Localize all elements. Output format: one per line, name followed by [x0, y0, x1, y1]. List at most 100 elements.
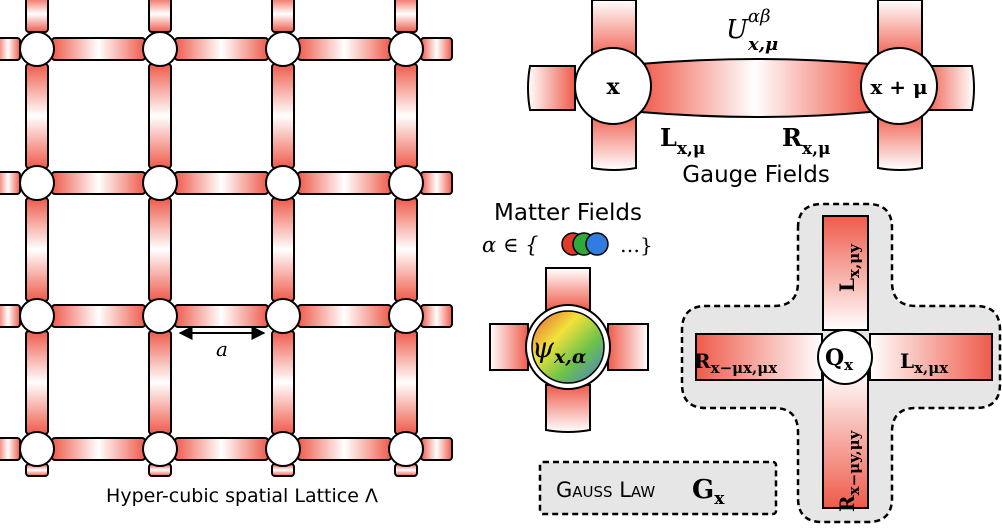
lattice-link-h	[297, 304, 392, 328]
lattice-link-v	[394, 63, 418, 169]
lattice-link-v-edge	[394, 0, 418, 33]
matter-stub-up	[545, 267, 591, 311]
lattice-site	[19, 31, 55, 67]
lattice-site	[19, 298, 55, 334]
matter-stub-down	[545, 384, 591, 433]
gauss-bottom-arm-label: Rx−μy,μy	[835, 429, 863, 512]
right-rishon-label: Rx,μ	[782, 123, 830, 159]
lattice-site	[19, 165, 55, 201]
link-operator-subscript: x,μ	[747, 34, 778, 55]
lattice-link-h-edge	[420, 37, 453, 61]
gauss-law-label-box: Gauss Law Gx	[538, 460, 778, 516]
gauss-law-diagram: Qx Lx,μy Rx−μy,μy Rx−μx,μx Lx,μx	[680, 202, 1002, 524]
gauss-top-arm-symbol: L	[835, 278, 859, 292]
lattice-link-h-edge	[420, 437, 453, 461]
gauss-left-arm-symbol: R	[694, 349, 711, 373]
gauss-right-arm-subscript: x,μx	[914, 359, 949, 377]
lattice-spacing-indicator: a	[178, 326, 266, 361]
lattice-link-h	[297, 37, 392, 61]
matter-alpha-prefix: α ∈ {	[482, 233, 538, 257]
left-rishon-label: Lx,μ	[660, 123, 705, 159]
gauss-top-arm-label: Lx,μy	[835, 243, 863, 292]
lattice-link-v	[271, 197, 295, 302]
gauss-law-text: Gauss Law	[556, 478, 655, 502]
left-rishon-subscript: x,μ	[677, 139, 706, 159]
lattice-site	[265, 298, 301, 334]
matter-field-diagram: Matter Fields α ∈ { …} ψx,α	[482, 200, 653, 433]
lattice-link-h	[174, 304, 269, 328]
gauge-stub-down-x	[591, 111, 637, 171]
lattice-link-h-edge	[420, 304, 453, 328]
gauge-main-link	[639, 58, 871, 118]
matter-field-label: ψx,α	[532, 331, 587, 368]
lattice-site	[388, 31, 424, 67]
lattice-link-h	[51, 37, 146, 61]
lattice-site	[388, 165, 424, 201]
lattice-link-v	[271, 330, 295, 435]
matter-alpha-suffix: …}	[620, 233, 653, 257]
matter-field-symbol: ψ	[532, 331, 555, 364]
lattice-link-h	[174, 437, 269, 461]
gauss-law-box	[538, 460, 778, 516]
gauss-charge-symbol: Q	[825, 345, 844, 371]
gauge-site-x-plus-mu	[860, 47, 938, 125]
link-operator-superscript: αβ	[748, 6, 771, 27]
lattice-link-v	[394, 197, 418, 302]
hypercubic-lattice	[0, 0, 453, 477]
gauss-center-site	[817, 329, 873, 385]
lattice-link-h	[51, 437, 146, 461]
matter-fields-title: Matter Fields	[494, 200, 642, 226]
link-operator-symbol: U	[726, 15, 749, 45]
lattice-caption: Hyper-cubic spatial Lattice Λ	[106, 485, 378, 507]
gauss-bottom-arm-subscript: x−μy,μy	[845, 429, 863, 495]
left-rishon-symbol: L	[660, 123, 677, 152]
lattice-link-v	[271, 63, 295, 169]
gauge-site-x-label: x	[606, 74, 620, 100]
gauge-site-xmu-label: x + μ	[870, 75, 927, 99]
lattice-link-v	[394, 330, 418, 435]
lattice-link-h-edge	[0, 37, 21, 61]
lattice-link-v-edge	[271, 0, 295, 33]
gauss-bottom-arm-symbol: R	[835, 495, 859, 512]
link-operator-label: Uαβ x,μ	[726, 6, 778, 55]
gauge-stub-down-xmu	[877, 111, 923, 171]
gauss-left-arm-label: Rx−μx,μx	[694, 349, 778, 377]
gauss-left-arm-subscript: x−μx,μx	[711, 359, 779, 377]
lattice-link-v	[25, 63, 49, 169]
lattice-site	[142, 31, 178, 67]
gauss-top-arm-subscript: x,μy	[845, 243, 863, 278]
matter-field-subscript: x,α	[553, 346, 587, 368]
matter-site-rainbow	[531, 310, 605, 384]
lattice-site	[388, 431, 424, 467]
lattice-link-h	[51, 171, 146, 195]
lattice-link-h-edge	[0, 304, 21, 328]
matter-stub-right	[607, 323, 649, 371]
lattice-link-h-edge	[0, 171, 21, 195]
right-rishon-symbol: R	[782, 123, 803, 152]
gauss-arm-left	[695, 333, 823, 381]
gauss-right-arm-symbol: L	[900, 349, 914, 373]
lattice-site	[388, 298, 424, 334]
gauss-right-arm-label: Lx,μx	[900, 349, 949, 377]
lattice-site	[265, 431, 301, 467]
gauss-law-operator: Gx	[692, 475, 725, 509]
lattice-link-h	[297, 437, 392, 461]
lattice-site	[142, 431, 178, 467]
gauss-charge-label: Qx	[825, 345, 854, 374]
lattice-link-h	[174, 37, 269, 61]
matter-stub-left	[489, 323, 529, 371]
gauss-law-operator-symbol: G	[692, 475, 714, 505]
lattice-link-h	[51, 304, 146, 328]
lattice-link-h	[297, 171, 392, 195]
lattice-site	[19, 431, 55, 467]
lattice-link-v	[148, 63, 172, 169]
lattice-site	[265, 31, 301, 67]
lattice-link-v	[25, 197, 49, 302]
lattice-link-v	[148, 330, 172, 435]
lattice-link-v	[148, 197, 172, 302]
lattice-site	[142, 298, 178, 334]
gauge-stub-right	[924, 65, 975, 111]
lattice-link-h-edge	[0, 437, 21, 461]
gauss-charge-subscript: x	[844, 356, 854, 374]
